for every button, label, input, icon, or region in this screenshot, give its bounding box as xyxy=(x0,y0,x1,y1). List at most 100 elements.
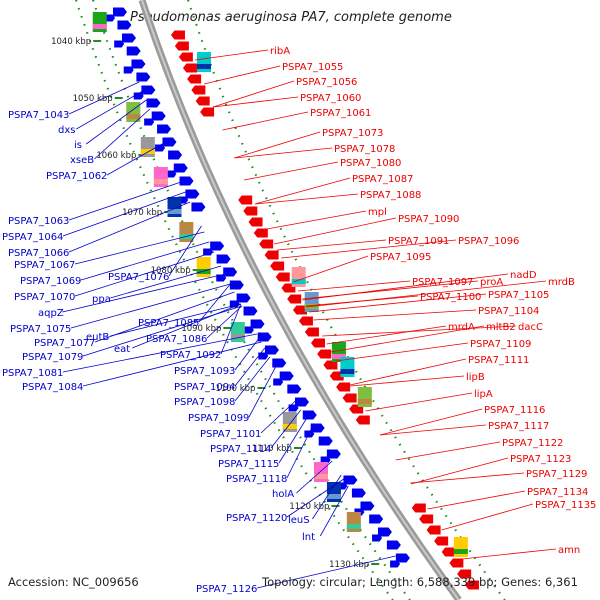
reverse-gene-label[interactable]: PSPA7_1056 xyxy=(296,77,357,88)
forward-gene-label[interactable]: dxs xyxy=(58,125,75,136)
reverse-gene-arrow xyxy=(287,294,302,304)
reverse-gene-label[interactable]: PSPA7_1088 xyxy=(360,190,421,201)
forward-gene-label[interactable]: is xyxy=(74,140,82,151)
forward-gene-label[interactable]: PSPA7_1092 xyxy=(160,350,221,361)
forward-gene-label[interactable]: PSPA7_1086 xyxy=(146,334,207,345)
forward-gene-label[interactable]: eutB xyxy=(86,332,109,343)
reverse-gene-label[interactable]: PSPA7_1073 xyxy=(322,128,383,139)
forward-leader-line xyxy=(80,241,210,281)
forward-gene-label[interactable]: leuS xyxy=(288,515,310,526)
forward-gene-label[interactable]: PSPA7_1043 xyxy=(8,110,69,121)
forward-gene-label[interactable]: PSPA7_1079 xyxy=(22,352,83,363)
forward-gene-label[interactable]: PSPA7_1062 xyxy=(46,171,107,182)
reverse-gene-label[interactable]: amn xyxy=(558,545,580,556)
forward-gene-arrow xyxy=(272,358,287,368)
forward-leader-line xyxy=(296,460,333,494)
forward-gene-arrow xyxy=(168,150,183,160)
forward-gene-label[interactable]: PSPA7_1098 xyxy=(174,397,235,408)
reverse-gene-label[interactable]: PSPA7_1135 xyxy=(535,500,596,511)
reverse-leader-line xyxy=(277,239,387,251)
forward-gene-label[interactable]: eat xyxy=(114,344,130,355)
reverse-leader-line xyxy=(461,548,557,560)
forward-leader-line xyxy=(234,337,260,371)
forward-gene-label[interactable]: PSPA7_1075 xyxy=(10,324,71,335)
reverse-gene-label[interactable]: PSPA7_1109 xyxy=(470,339,531,350)
forward-leader-line xyxy=(220,303,242,355)
forward-gene-label[interactable]: xseB xyxy=(70,155,94,166)
forward-gene-label[interactable]: PSPA7_1120 xyxy=(226,513,287,524)
forward-gene-label[interactable]: PSPA7_1077 xyxy=(34,338,95,349)
reverse-gene-label[interactable]: PSPA7_1087 xyxy=(352,174,413,185)
forward-gene-label[interactable]: PSPA7_1063 xyxy=(8,216,69,227)
forward-gene-label[interactable]: aqpZ xyxy=(38,308,64,319)
reverse-gene-arrow xyxy=(298,316,313,326)
reverse-gene-arrow xyxy=(259,239,274,249)
reverse-leader-line xyxy=(302,273,509,301)
forward-gene-label[interactable]: PSPA7_1115 xyxy=(218,459,279,470)
reverse-gene-label[interactable]: PSPA7_1091 xyxy=(388,236,449,247)
forward-gene-label[interactable]: PSPA7_1099 xyxy=(188,413,249,424)
reverse-gene-label[interactable]: mltB2 xyxy=(486,322,516,333)
reverse-gene-label[interactable]: PSPA7_1090 xyxy=(398,214,459,225)
reverse-gene-label[interactable]: PSPA7_1104 xyxy=(478,306,539,317)
reverse-gene-arrow xyxy=(311,338,326,348)
forward-gene-label[interactable]: PSPA7_1069 xyxy=(20,276,81,287)
forward-gene-label[interactable]: PSPA7_1076 xyxy=(108,272,169,283)
reverse-gene-label[interactable]: PSPA7_1060 xyxy=(300,93,361,104)
forward-gene-label[interactable]: PSPA7_1114 xyxy=(210,444,271,455)
reverse-gene-label[interactable]: ribA xyxy=(270,46,290,57)
forward-gene-label[interactable]: PSPA7_1094 xyxy=(174,382,235,393)
forward-gene-label[interactable]: PSPA7_1118 xyxy=(226,474,287,485)
reverse-gene-arrow xyxy=(187,74,202,84)
reverse-gene-arrow xyxy=(419,514,434,524)
reverse-gene-label[interactable]: PSPA7_1117 xyxy=(488,421,549,432)
forward-gene-arrow xyxy=(302,410,317,420)
forward-gene-label[interactable]: lnt xyxy=(302,532,315,543)
reverse-gene-label[interactable]: PSPA7_1096 xyxy=(458,236,519,247)
forward-gene-label[interactable]: PSPA7_1064 xyxy=(2,232,63,243)
reverse-gene-label[interactable]: PSPA7_1078 xyxy=(334,144,395,155)
reverse-gene-label[interactable]: PSPA7_1116 xyxy=(484,405,545,416)
forward-gene-label[interactable]: PSPA7_1070 xyxy=(14,292,75,303)
forward-gene-label[interactable]: PSPA7_1066 xyxy=(8,248,69,259)
forward-gene-label[interactable]: PSPA7_1085 xyxy=(138,318,199,329)
reverse-gene-label[interactable]: nadD xyxy=(510,270,537,281)
tick-label: 1080 kbp xyxy=(151,266,191,276)
reverse-leader-line xyxy=(410,472,525,484)
forward-leader-line xyxy=(132,303,241,349)
reverse-gene-label[interactable]: mrdB xyxy=(548,277,575,288)
forward-gene-label[interactable]: PSPA7_1081 xyxy=(2,368,63,379)
category-box xyxy=(340,369,355,374)
reverse-gene-label[interactable]: lipB xyxy=(466,372,485,383)
forward-gene-label[interactable]: PSPA7_1093 xyxy=(174,366,235,377)
reverse-gene-label[interactable]: PSPA7_1061 xyxy=(310,108,371,119)
reverse-leader-line xyxy=(336,342,469,362)
reverse-gene-label[interactable]: PSPA7_1129 xyxy=(526,469,587,480)
reverse-gene-label[interactable]: proA xyxy=(480,277,503,288)
forward-gene-label[interactable]: PSPA7_1067 xyxy=(14,260,75,271)
category-box xyxy=(346,524,361,529)
forward-gene-arrow xyxy=(229,280,244,290)
reverse-gene-label[interactable]: mpl xyxy=(368,207,387,218)
reverse-gene-label[interactable]: PSPA7_1123 xyxy=(510,454,571,465)
reverse-gene-label[interactable]: PSPA7_1122 xyxy=(502,438,563,449)
forward-gene-arrow xyxy=(105,14,116,22)
reverse-gene-label[interactable]: PSPA7_1134 xyxy=(527,487,588,498)
forward-gene-label[interactable]: holA xyxy=(272,489,294,500)
reverse-gene-label[interactable]: PSPA7_1111 xyxy=(468,355,529,366)
forward-gene-label[interactable]: ppa xyxy=(92,294,111,305)
reverse-gene-label[interactable]: PSPA7_1105 xyxy=(488,290,549,301)
tick-label: 1060 kbp xyxy=(96,151,136,161)
reverse-gene-label[interactable]: dacC xyxy=(518,322,543,333)
reverse-gene-label[interactable]: PSPA7_1055 xyxy=(282,62,343,73)
reverse-gene-label[interactable]: lipA xyxy=(474,389,493,400)
reverse-gene-label[interactable]: PSPA7_1095 xyxy=(370,252,431,263)
reverse-gene-label[interactable]: mrdA xyxy=(448,322,475,333)
forward-gene-arrow xyxy=(151,111,166,121)
forward-gene-label[interactable]: PSPA7_1084 xyxy=(22,382,83,393)
reverse-gene-arrow xyxy=(355,415,370,425)
forward-gene-arrow xyxy=(360,501,375,511)
forward-gene-label[interactable]: PSPA7_1101 xyxy=(200,429,261,440)
forward-gene-label[interactable]: PSPA7_1126 xyxy=(196,584,257,595)
reverse-gene-label[interactable]: PSPA7_1080 xyxy=(340,158,401,169)
